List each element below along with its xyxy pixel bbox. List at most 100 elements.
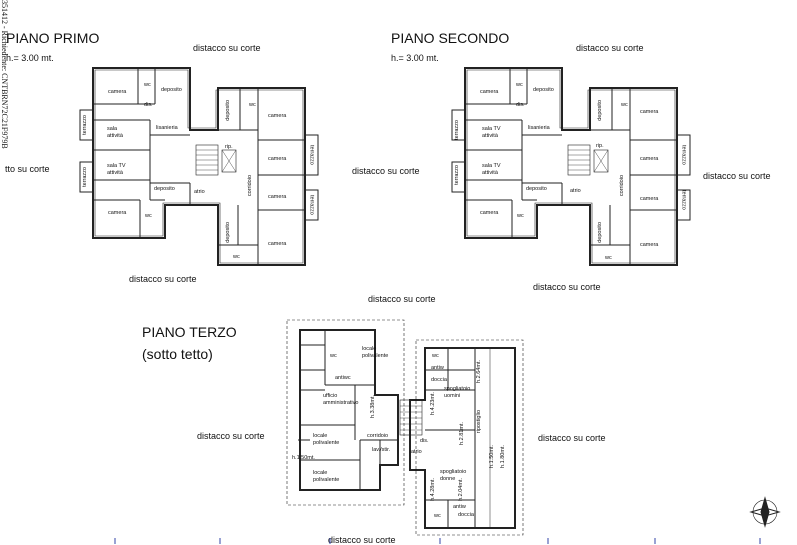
room-wc: wc	[330, 353, 337, 359]
room-wc: wc	[144, 82, 151, 88]
distacco-label: distacco su corte	[352, 166, 420, 176]
height-note: h.2.04mt.	[458, 478, 464, 501]
distacco-label: distacco su corte	[533, 282, 601, 292]
height-note: h.1.50mt.	[489, 445, 495, 468]
room-antiwc: antiwc	[335, 375, 351, 381]
room-sala-tv: sala TV	[107, 163, 126, 169]
room-camera: camera	[268, 156, 287, 162]
room-camera: camera	[480, 210, 499, 216]
room-donne: donne	[440, 476, 456, 482]
plan-piano-secondo	[451, 67, 691, 266]
room-terrazzo: terrazzo	[680, 145, 687, 165]
room-wc: wc	[434, 513, 441, 519]
height-note: h.1.50mt.	[292, 455, 315, 461]
room-deposito: deposito	[597, 100, 603, 121]
room-polivalente: polivalente	[362, 353, 389, 359]
room-amministrativo: amministrativo	[323, 400, 359, 406]
north-arrow	[749, 496, 781, 528]
distacco-label: distacco su corte	[576, 43, 644, 53]
room-polivalente: polivalente	[313, 477, 340, 483]
room-sala-attivita: attività	[107, 133, 123, 139]
room-doccia: doccia	[458, 512, 474, 518]
room-deposito: deposito	[154, 186, 175, 192]
height-note: h.4.23mt.	[430, 392, 436, 415]
room-sala-tv-attivita: attività	[482, 170, 498, 176]
plan-piano-terzo	[286, 319, 524, 536]
room-terrazzo: terrazzo	[82, 167, 88, 187]
room-corridoio: corridoio	[619, 175, 625, 197]
room-sala-tv: sala TV	[482, 163, 501, 169]
room-terrazzo: terrazzo	[454, 120, 460, 140]
floor-height-primo: h.= 3.00 mt.	[6, 53, 54, 63]
room-terrazzo: terrazzo	[308, 145, 315, 165]
room-camera: camera	[268, 113, 287, 119]
room-dis: dis.	[420, 438, 429, 444]
room-camera: camera	[108, 89, 127, 95]
room-wc: wc	[145, 213, 152, 219]
room-wc: wc	[233, 254, 240, 260]
room-atrio: atrio	[570, 188, 581, 194]
room-wc: wc	[517, 213, 524, 219]
room-spogliatoio: spogliatoio	[444, 386, 471, 392]
room-rip: rip.	[225, 144, 233, 150]
distacco-label: distacco su corte	[538, 433, 606, 443]
room-polivalente: polivalente	[313, 440, 340, 446]
floor-subtitle-terzo: (sotto tetto)	[142, 346, 213, 362]
room-antiwc: antiw	[453, 504, 466, 510]
room-deposito: deposito	[533, 87, 554, 93]
room-lav-stir: lav./stir.	[372, 447, 391, 453]
room-atrio: atrio	[411, 449, 422, 455]
room-wc: wc	[621, 102, 628, 108]
room-terrazzo: terrazzo	[454, 165, 460, 185]
room-camera: camera	[108, 210, 127, 216]
distacco-label: tto su corte	[5, 164, 50, 174]
room-wc: wc	[432, 353, 439, 359]
floor-height-secondo: h.= 3.00 mt.	[391, 53, 439, 63]
room-terrazzo: terrazzo	[308, 195, 315, 215]
room-doccia: doccia	[431, 377, 447, 383]
room-locale: locale	[313, 433, 328, 439]
document-stamp: 351412 - Richiedente: CNTBRN72C21F979B	[0, 0, 9, 149]
room-lisanieria: lisanieria	[528, 125, 550, 131]
room-camera: camera	[640, 156, 659, 162]
floor-title-secondo: PIANO SECONDO	[391, 30, 510, 46]
room-terrazzo: terrazzo	[82, 115, 88, 135]
plan-piano-primo	[79, 67, 319, 266]
height-note: h.3.38mt.	[370, 395, 376, 418]
room-uomini: uomini	[444, 393, 461, 399]
room-camera: camera	[268, 194, 287, 200]
height-note: h.1.80mt.	[500, 445, 506, 468]
room-terrazzo: terrazzo	[680, 190, 687, 210]
distacco-label: distacco su corte	[368, 294, 436, 304]
floor-title-primo: PIANO PRIMO	[6, 30, 100, 46]
room-corridoio: corridoio	[367, 433, 389, 439]
room-sala-tv-attivita: attività	[482, 133, 498, 139]
room-sala-tv: sala TV	[482, 126, 501, 132]
room-deposito: deposito	[225, 222, 231, 243]
room-corridoio: corridoio	[247, 175, 253, 197]
room-locale: locale	[313, 470, 328, 476]
distacco-label: distacco su corte	[703, 171, 771, 181]
room-spogliatoio: spogliatoio	[440, 469, 467, 475]
room-deposito: deposito	[597, 222, 603, 243]
distacco-label: distacco su corte	[129, 274, 197, 284]
room-rip: rip.	[596, 143, 604, 149]
room-antiwc: antiw	[431, 365, 444, 371]
room-wc: wc	[605, 255, 612, 261]
room-ufficio: ufficio	[323, 393, 338, 399]
room-dis: dis.	[144, 102, 153, 108]
room-camera: camera	[640, 196, 659, 202]
room-lisanieria: lisanieria	[156, 125, 178, 131]
room-camera: camera	[268, 241, 287, 247]
distacco-label: distacco su corte	[193, 43, 261, 53]
distacco-label: distacco su corte	[197, 431, 265, 441]
room-camera: camera	[480, 89, 499, 95]
room-camera: camera	[640, 109, 659, 115]
room-locale: locale	[362, 346, 377, 352]
height-note: h.2.81mt.	[459, 422, 465, 445]
room-atrio: atrio	[194, 189, 205, 195]
room-dis: dis.	[516, 102, 525, 108]
room-deposito: deposito	[161, 87, 182, 93]
room-wc: wc	[516, 82, 523, 88]
